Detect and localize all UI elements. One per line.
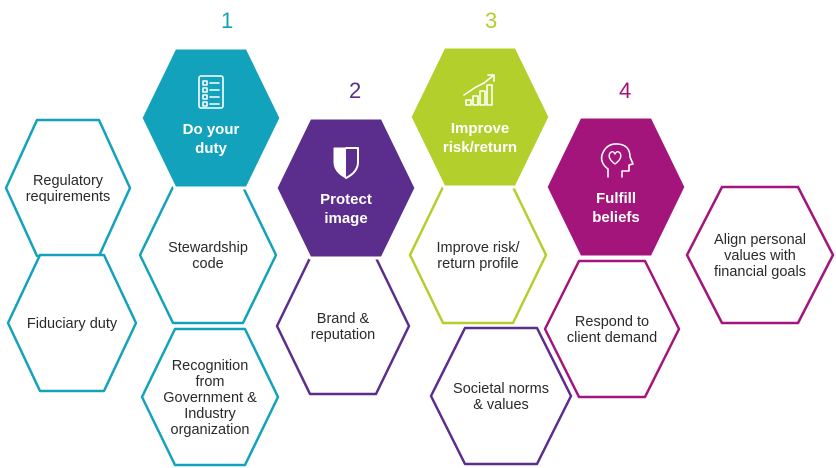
hexagon-label-line: Respond to (575, 314, 649, 330)
outline-hexagon-fiduciary: Fiduciary duty (6, 253, 138, 393)
hexagon-label-line: requirements (26, 189, 111, 205)
pillar-title-line: beliefs (592, 209, 640, 226)
pillar-title-line: risk/return (443, 139, 517, 156)
hexagon-outline (4, 118, 132, 258)
pillar-number-4: 4 (619, 78, 632, 103)
hexagon-outline (140, 327, 280, 467)
hexagon-label-line: Regulatory (33, 173, 104, 189)
hexagon-outline (685, 185, 835, 325)
outline-hexagon-brand: Brand &reputation (275, 256, 411, 396)
hexagon-label-line: client demand (567, 330, 657, 346)
hexagon-label-line: Government & (163, 390, 257, 406)
hexagon-label-line: Improve risk/ (437, 240, 521, 256)
pillar-title-line: Fulfill (596, 190, 636, 207)
hexagon-label-line: values with (724, 248, 796, 264)
outline-hexagon-risk-profile: Improve risk/return profile (408, 185, 548, 325)
hexagon-label-line: return profile (437, 256, 518, 272)
pillar-number-3: 3 (485, 8, 498, 33)
hexagon-label-line: & values (473, 397, 529, 413)
pillar-hexagon-2: Protect image (274, 116, 418, 260)
hexagon-label-line: Recognition (172, 358, 249, 374)
pillar-number-1: 1 (221, 8, 234, 33)
hexagon-fill (408, 45, 552, 189)
hexagon-label-line: code (192, 256, 223, 272)
hexagon-label-line: Brand & (317, 311, 370, 327)
pillar-title-line: image (324, 210, 367, 227)
hexagon-outline (6, 253, 138, 393)
hexagon-label-line: Align personal (714, 232, 806, 248)
pillar-title-line: duty (195, 140, 227, 157)
hexagon-label-line: financial goals (714, 264, 806, 280)
hexagon-label-line: from (196, 374, 225, 390)
hexagon-fill (274, 116, 418, 260)
checklist-icon (198, 75, 224, 109)
pillar-number-2: 2 (349, 78, 362, 103)
pillar-title-line: Protect (320, 191, 372, 208)
heart-head-icon (600, 143, 634, 178)
hexagon-outline (543, 259, 681, 399)
pillar-title-line: Do your (183, 121, 240, 138)
hexagon-label-line: reputation (311, 327, 376, 343)
pillar-hexagon-3: Improve risk/return (408, 45, 552, 189)
hexagon-label-line: Stewardship (168, 240, 248, 256)
hexagon-label-line: Societal norms (453, 381, 549, 397)
hexagon-fill (139, 46, 283, 190)
hexagon-label-line: Fiduciary duty (27, 316, 118, 332)
pillar-hexagon-4: Fulfill beliefs (544, 115, 688, 259)
hexagon-outline (429, 326, 573, 466)
outline-hexagon-societal: Societal norms& values (429, 326, 573, 466)
hexagon-label-line: organization (171, 422, 250, 438)
shield-icon (333, 147, 359, 179)
hexagon-label-line: Industry (184, 406, 236, 422)
hexagon-fill (544, 115, 688, 259)
growth-chart-icon (463, 74, 495, 106)
pillar-title-line: Improve (451, 120, 509, 137)
pillar-hexagon-1: Do your duty (139, 46, 283, 190)
